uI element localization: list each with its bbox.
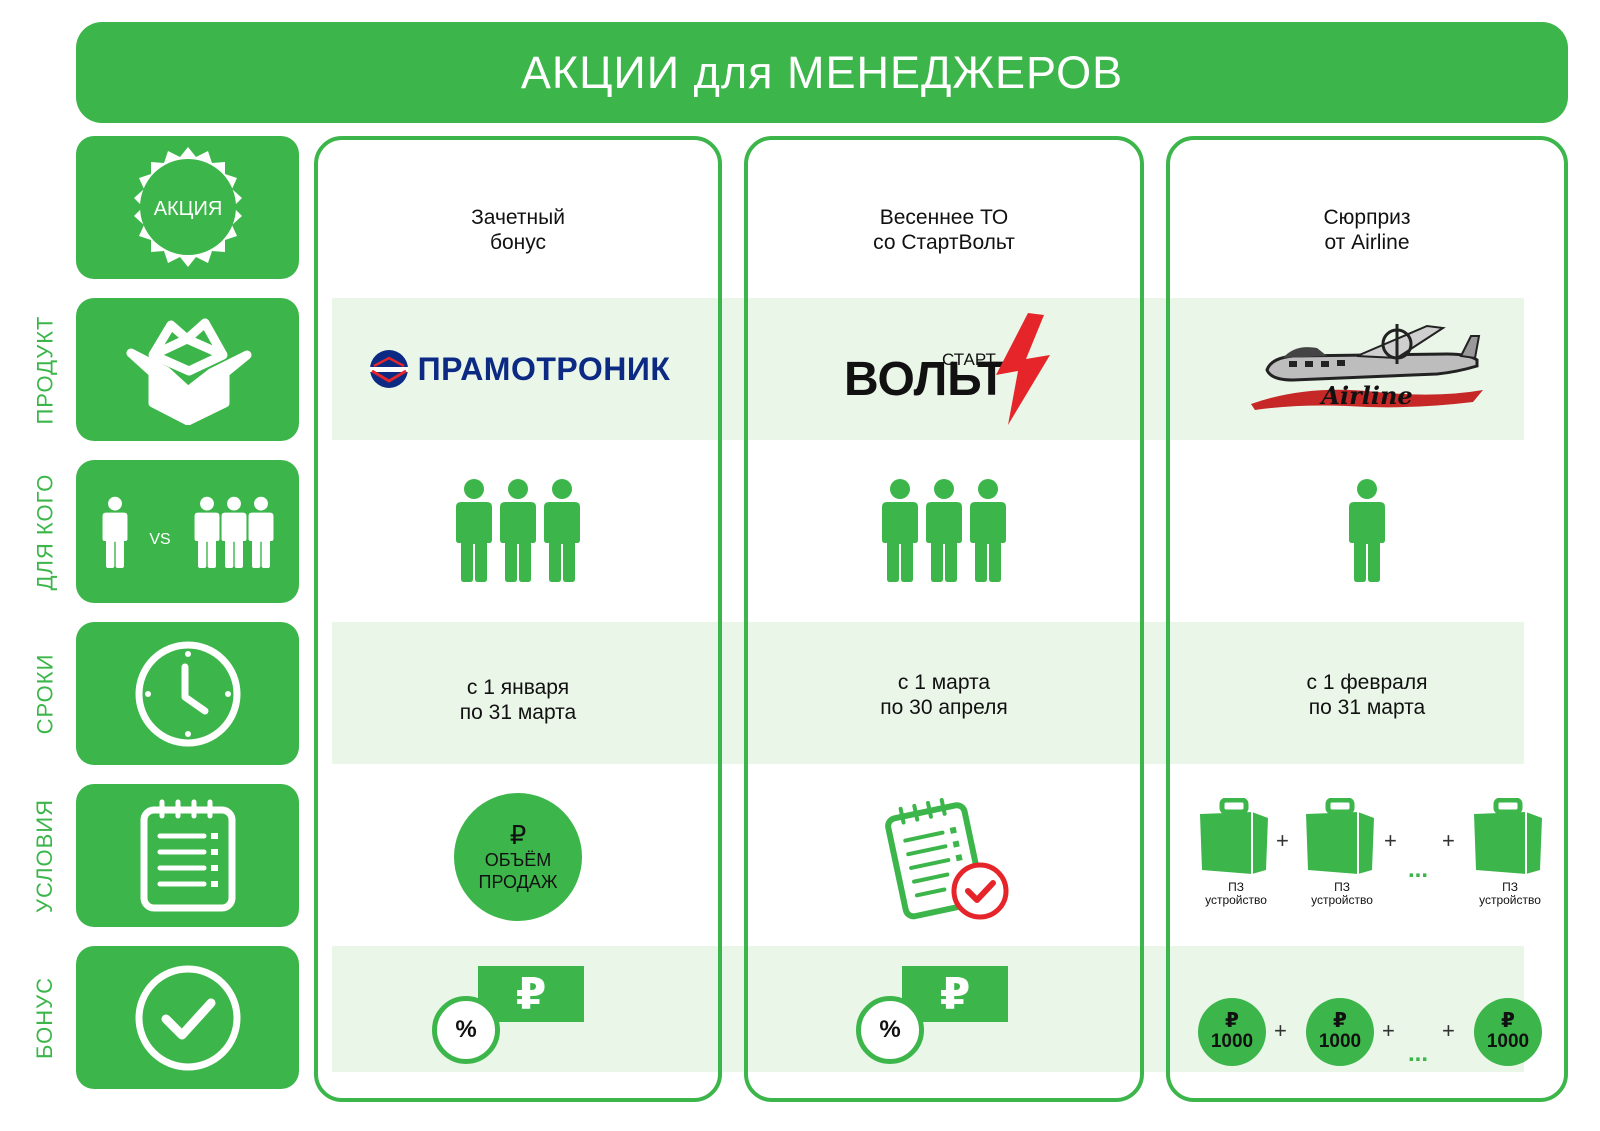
product-logo-pramotronik: ПРАМОТРОНИК (332, 298, 706, 440)
row-label-conditions: УСЛОВИЯ (32, 798, 58, 913)
bonus-coin-3: ₽ 1000 (1474, 998, 1542, 1066)
svg-text:VS: VS (149, 531, 170, 548)
one-vs-many-icon: VS (102, 496, 273, 568)
plus-sign: + (1384, 828, 1397, 853)
people-group-icon (456, 479, 580, 582)
people-group-icon (882, 479, 1006, 582)
row-label-dates: СРОКИ (32, 653, 58, 734)
bonus-row-icon (76, 946, 299, 1089)
product-logo-startvolt: СТАРТ ВОЛЬТ (760, 298, 1128, 440)
clock-icon (135, 641, 240, 746)
airline-logo-icon: Airline (1251, 324, 1483, 410)
dates-row-band (332, 622, 1524, 764)
audience-group-2 (748, 470, 1140, 590)
svg-text:АКЦИЯ: АКЦИЯ (153, 198, 222, 220)
bonus-coin-2: ₽ 1000 (1306, 998, 1374, 1066)
plus-sign: + (1276, 828, 1289, 853)
booster-device-icon (1474, 797, 1542, 874)
ellipsis: ... (1408, 856, 1429, 883)
sales-volume-badge: ₽ ОБЪЁМ ПРОДАЖ (454, 793, 582, 921)
booster-device-icon (1200, 797, 1268, 874)
plus-sign: + (1382, 1018, 1395, 1043)
box-icon (126, 318, 251, 425)
product-logo-airline: Airline (1182, 298, 1552, 440)
condition-maintenance-checklist (748, 790, 1140, 930)
checkmark-circle-icon (135, 965, 240, 1070)
person-icon (1349, 479, 1385, 582)
ellipsis: ... (1408, 1040, 1429, 1067)
checklist-icon (140, 799, 235, 912)
audience-group-1 (318, 470, 718, 590)
percent-icon: % (432, 996, 500, 1064)
column-frame-2 (744, 136, 1144, 1102)
audience-single-3 (1170, 470, 1564, 590)
lightning-icon (996, 313, 1050, 425)
column-frame-3 (1166, 136, 1568, 1102)
for-whom-row-icon: VS (76, 460, 299, 603)
dates-row-icon (76, 622, 299, 765)
plus-sign: + (1274, 1018, 1287, 1043)
conditions-row-icon (76, 784, 299, 927)
row-label-bonus: БОНУС (32, 976, 58, 1059)
bonus-coin-1: ₽ 1000 (1198, 998, 1266, 1066)
plus-sign: + (1442, 828, 1455, 853)
header-banner: АКЦИИ для МЕНЕДЖЕРОВ (76, 22, 1568, 123)
checklist-check-icon (885, 798, 1009, 920)
promo-badge-icon: АКЦИЯ (133, 146, 242, 267)
plus-sign: + (1442, 1018, 1455, 1043)
bonus-money-percent-2: ₽ % (856, 962, 1016, 1064)
pramotronik-logo-icon (369, 350, 408, 388)
row-label-for-whom: ДЛЯ КОГО (32, 473, 58, 590)
svg-text:Airline: Airline (1319, 381, 1412, 410)
row-label-product: ПРОДУКТ (32, 314, 58, 425)
booster-device-icon (1306, 797, 1374, 874)
page-title: АКЦИИ для МЕНЕДЖЕРОВ (520, 46, 1124, 98)
column-frame-1 (314, 136, 722, 1102)
percent-icon: % (856, 996, 924, 1064)
condition-sales-volume: ₽ ОБЪЁМ ПРОДАЖ (318, 792, 718, 922)
product-row-icon (76, 298, 299, 441)
promo-row-icon: АКЦИЯ (76, 136, 299, 279)
bonus-money-percent-1: ₽ % (432, 962, 592, 1064)
